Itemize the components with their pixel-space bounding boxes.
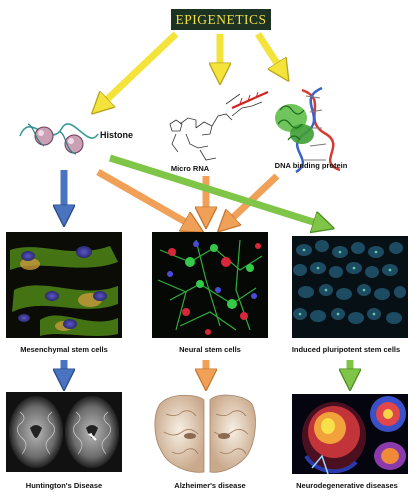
histone-icon xyxy=(19,123,99,155)
neural-stem-cells-label: Neural stem cells xyxy=(179,345,241,354)
green-arrows xyxy=(108,154,350,382)
mesenchymal-stem-cells-label: Mesenchymal stem cells xyxy=(20,345,108,354)
huntington-label: Huntington's Disease xyxy=(25,481,103,490)
micro-rna-icon xyxy=(169,90,269,161)
title-banner: EPIGENETICS xyxy=(171,9,271,30)
histone-label: Histone xyxy=(100,130,134,140)
dna-binding-protein-label: DNA binding protein xyxy=(274,161,348,170)
micro-rna-label: Micro RNA xyxy=(170,164,210,173)
alzheimer-label: Alzheimer's disease xyxy=(174,481,246,490)
mesenchymal-stem-cells-image xyxy=(6,232,122,338)
huntington-mri-image xyxy=(6,392,122,472)
alzheimer-brain-image xyxy=(154,394,256,473)
ipsc-image xyxy=(292,236,408,338)
neurodegenerative-brain-image xyxy=(292,394,408,475)
dna-binding-protein-icon xyxy=(275,86,341,174)
yellow-arrows xyxy=(98,31,284,108)
neurodegenerative-label: Neurodegenerative diseases xyxy=(296,481,398,490)
neural-stem-cells-image xyxy=(152,232,268,338)
ipsc-label: Induced pluripotent stem cells xyxy=(291,345,401,354)
